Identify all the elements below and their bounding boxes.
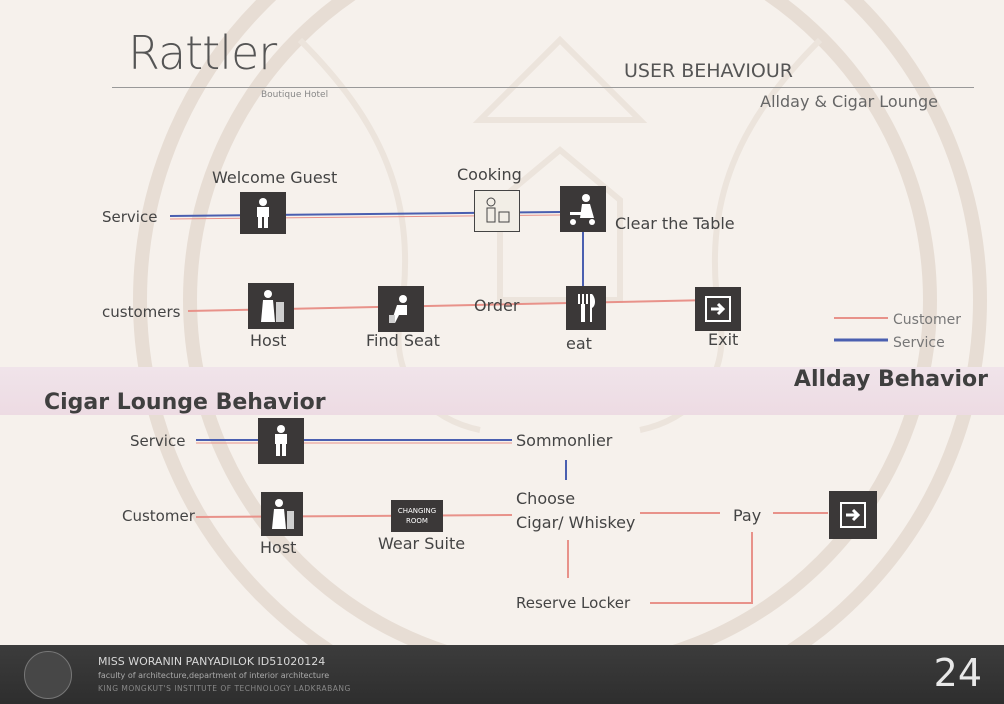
cigar-host-icon (261, 492, 303, 536)
choose-label-line2: Cigar/ Whiskey (516, 513, 636, 532)
cigar-service-label: Service (130, 432, 186, 450)
logo-subtitle: Boutique Hotel (261, 90, 329, 100)
exit-label: Exit (708, 330, 739, 349)
changing-room-line1: CHANGING (397, 507, 437, 515)
cigar-section-title: Cigar Lounge Behavior (44, 390, 326, 415)
reserve-locker-label: Reserve Locker (516, 594, 631, 612)
exit-icon (695, 287, 741, 331)
cooking-label: Cooking (457, 165, 522, 184)
choose-label-line1: Choose (516, 489, 576, 508)
eat-label: eat (566, 334, 592, 353)
cigar-host-label: Host (260, 538, 297, 557)
wear-suite-label: Wear Suite (378, 534, 466, 553)
cooking-icon (474, 190, 520, 232)
header-divider (112, 87, 974, 88)
cigar-customer-label: Customer (122, 507, 195, 525)
changing-room-line2: ROOM (406, 517, 428, 525)
welcome-guest-icon (240, 192, 286, 234)
find-seat-label: Find Seat (366, 331, 440, 350)
page-subtitle: Allday & Cigar Lounge (760, 92, 938, 111)
locker-to-pay-line (650, 532, 753, 604)
cigar-exit-icon (829, 491, 877, 539)
cigar-customer-line (195, 514, 513, 518)
cigar-service-icon (258, 418, 304, 464)
faculty-text: faculty of architecture,department of in… (98, 671, 330, 680)
clear-table-icon (560, 186, 606, 232)
institute-text: KING MONGKUT'S INSTITUTE OF TECHNOLOGY L… (98, 684, 351, 693)
logo-title: Rattler (128, 26, 277, 80)
eat-icon (566, 286, 606, 330)
allday-customers-label: customers (102, 303, 181, 321)
allday-service-label: Service (102, 208, 158, 226)
pay-label: Pay (733, 506, 762, 525)
legend-service-label: Service (893, 335, 945, 351)
host-label: Host (250, 331, 287, 350)
page-number: 24 (933, 651, 982, 695)
footer-bar: MISS WORANIN PANYADILOK ID51020124 facul… (0, 645, 1004, 704)
allday-section-title: Allday Behavior (793, 367, 988, 392)
find-seat-icon (378, 286, 424, 332)
author-name: MISS WORANIN PANYADILOK ID51020124 (98, 655, 326, 668)
legend-customer-label: Customer (893, 312, 962, 328)
order-label: Order (474, 296, 520, 315)
changing-room-icon: CHANGING ROOM (391, 500, 443, 532)
clear-table-label: Clear the Table (615, 214, 735, 233)
welcome-guest-label: Welcome Guest (212, 168, 338, 187)
sommelier-label: Sommonlier (516, 431, 613, 450)
host-icon (248, 283, 294, 329)
section-band (0, 367, 1004, 415)
page-title: USER BEHAVIOUR (624, 60, 793, 82)
institute-seal-icon (24, 651, 72, 699)
